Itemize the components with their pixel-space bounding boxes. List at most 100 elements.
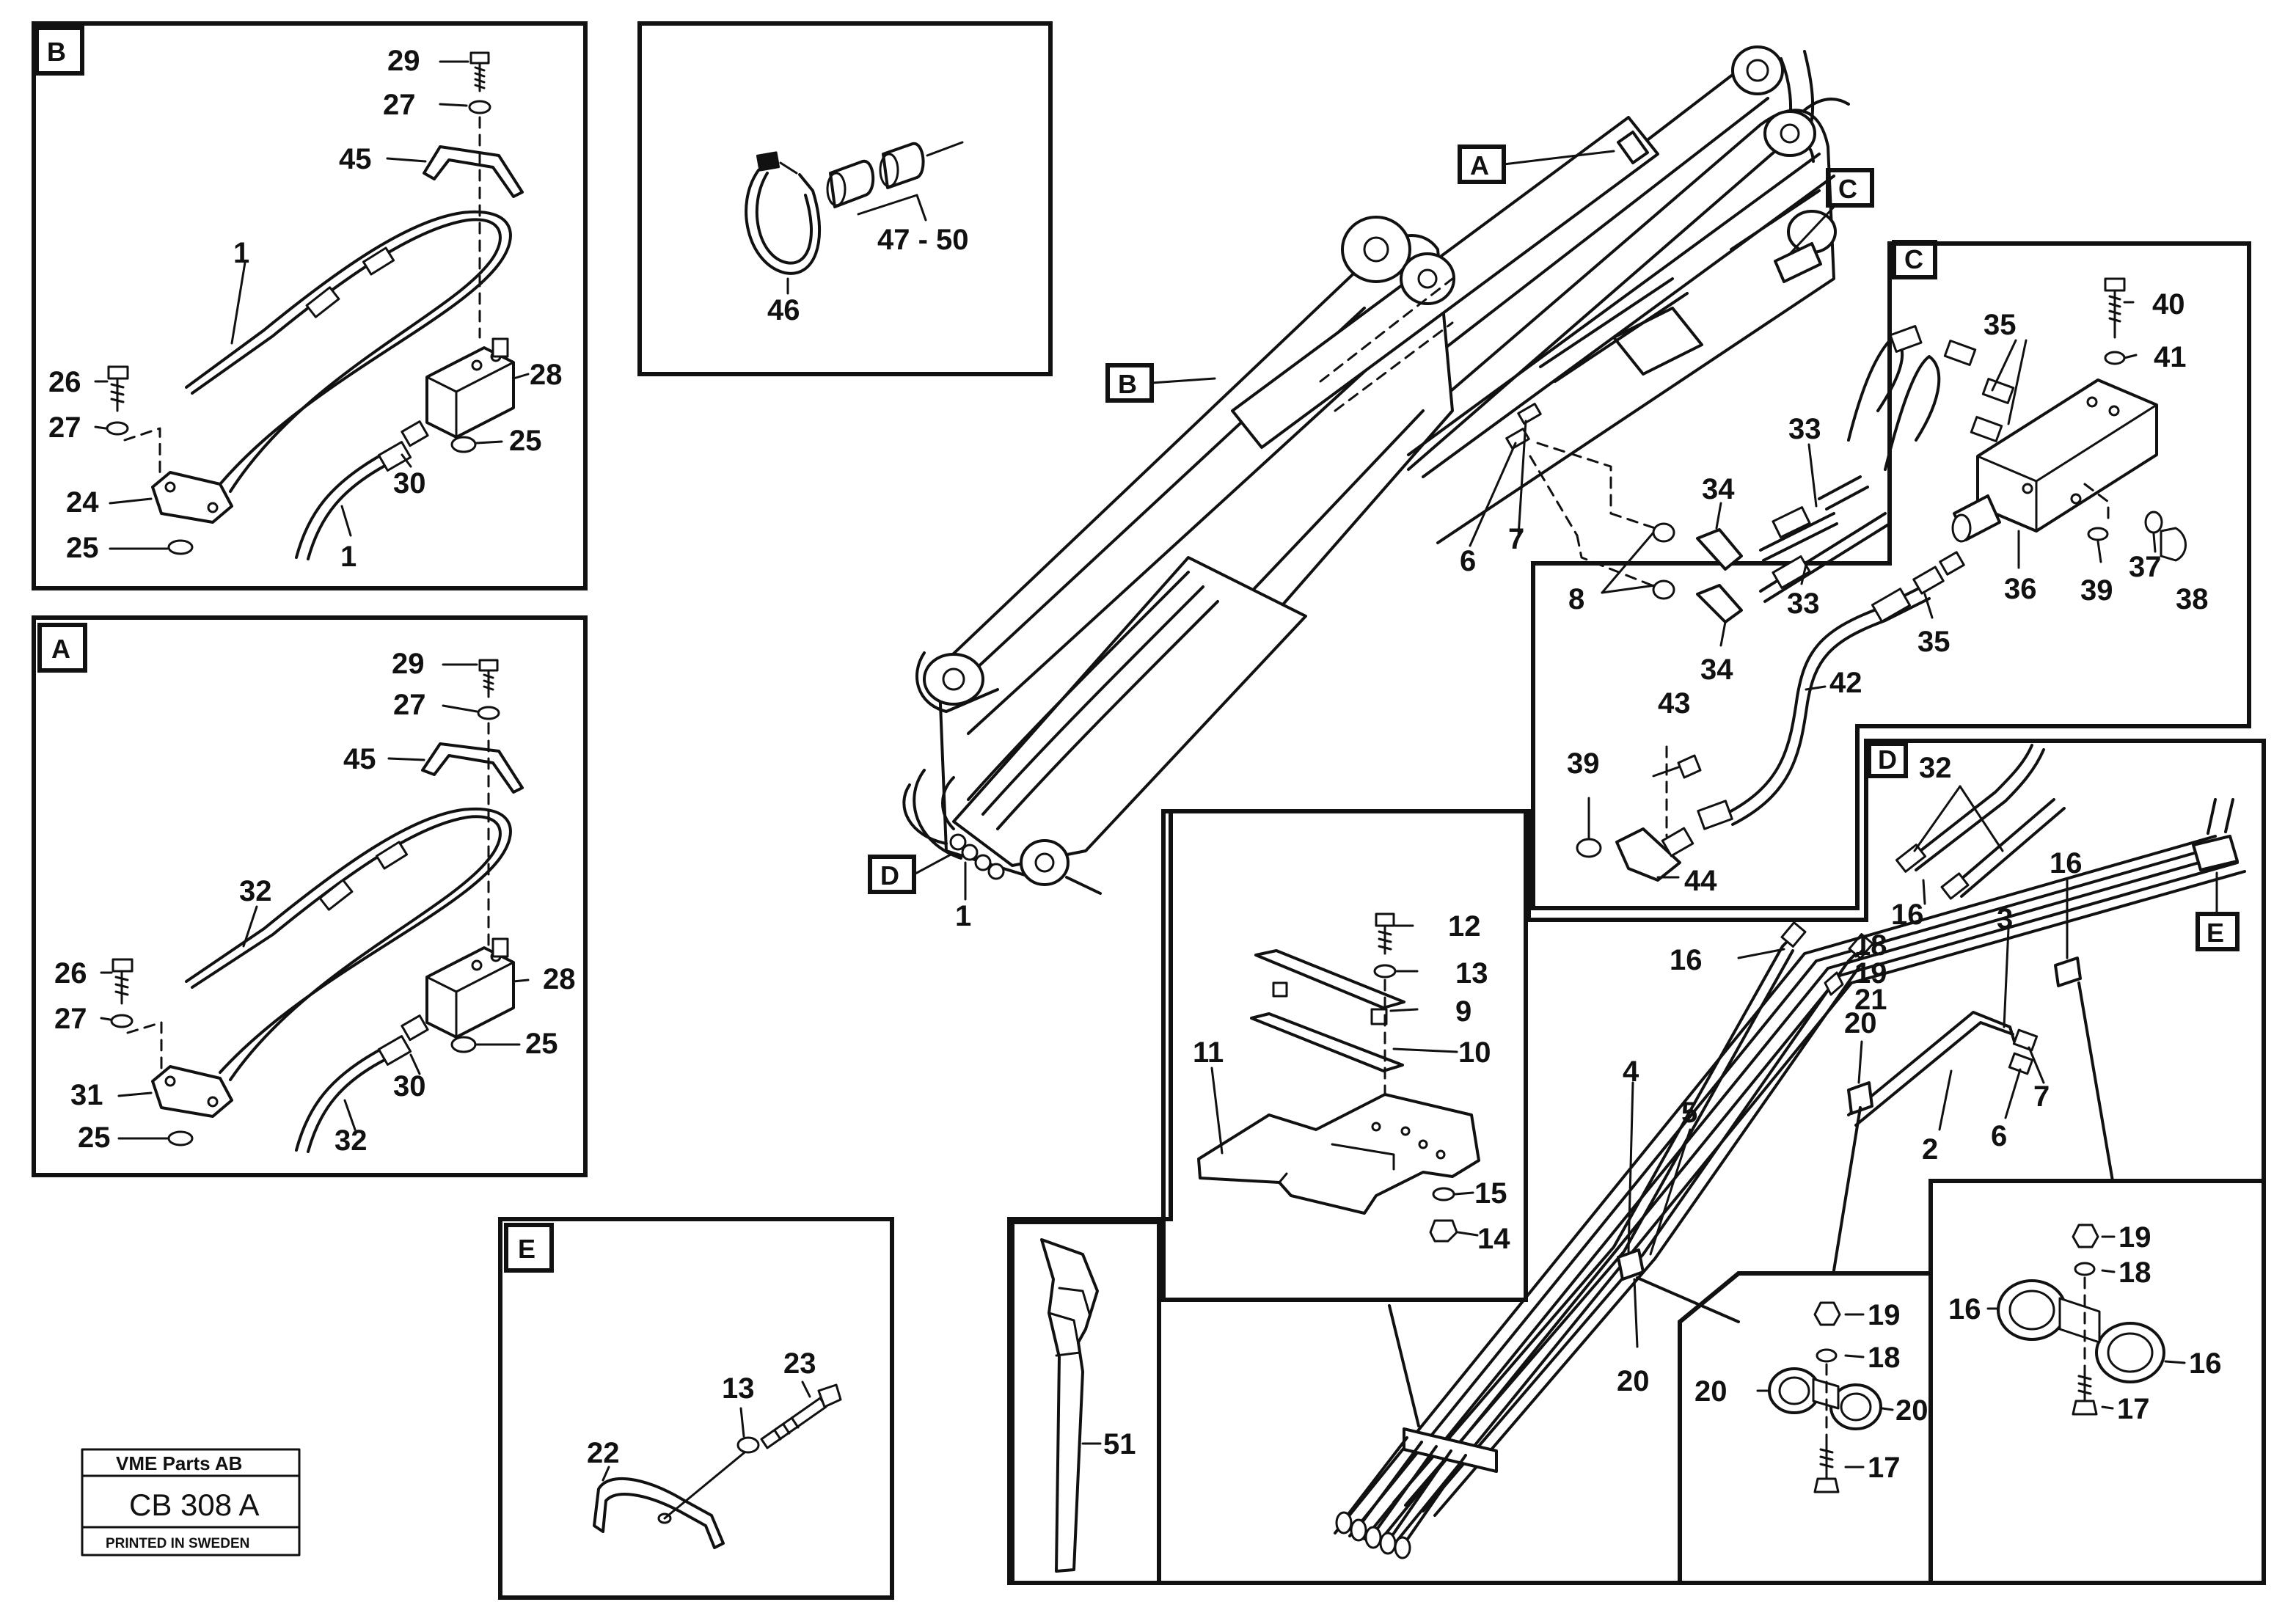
callout-25: 25 [509,425,542,457]
detail-d-tag-box [1867,742,1908,778]
callout-22: 22 [587,1437,620,1469]
detail-c: C [1531,240,2251,910]
callout-21: 21 [1854,984,1887,1016]
callout-20: 20 [1694,1375,1728,1408]
tag-c-box [1826,168,1874,208]
detail-e-tag-box [504,1223,554,1273]
callout-34: 34 [1700,654,1733,686]
detail-a-tag: A [51,634,70,664]
callout-25: 25 [66,532,99,564]
fitting-icon [2008,1052,2034,1075]
callout-47-50: 47 - 50 [877,224,969,256]
callout-44: 44 [1684,865,1717,897]
washer-icon [167,1130,194,1146]
detail-e: E 13 23 22 [498,1217,894,1600]
bolt-icon [1375,912,1395,955]
callout-32: 32 [239,875,272,907]
callout-27: 27 [393,689,426,721]
callout-6: 6 [1991,1120,2007,1152]
washer-icon [450,1036,477,1053]
washer-icon [477,706,500,720]
leader-lines [1627,785,2069,1348]
bolt-icon [1813,1442,1840,1493]
twin-clamp-icon [1768,1367,1882,1430]
callout-7: 7 [2033,1080,2050,1113]
callout-11: 11 [1193,1036,1224,1069]
callout-18: 18 [1868,1342,1901,1374]
hose-bundle-icon [949,833,1005,880]
pipe-icon [1759,512,1838,562]
callout-16: 16 [2050,847,2083,879]
detail-d: D [1007,739,2266,1585]
washer-icon [2074,1262,2096,1276]
callout-23: 23 [783,1347,816,1380]
washer-icon [2104,351,2126,365]
tag-c: C [1838,174,1857,204]
callout-16: 16 [1948,1293,1981,1325]
elbow-fitting-icon [1696,528,1743,571]
callout-35: 35 [1917,626,1950,658]
hose-clamp-icon [1847,1081,1873,1115]
washer-icon [1652,522,1675,543]
leader-lines [100,663,530,1140]
boom-assembly: 6 7 1 A B C D [868,45,1874,932]
callout-40: 40 [2152,288,2185,321]
hose-clamp-icon [1617,1248,1645,1281]
detail-b: B [32,21,588,590]
hose-clamp-icon [2054,957,2082,987]
callout-6: 6 [1460,545,1476,577]
callout-45: 45 [339,143,372,175]
callout-33: 33 [1788,413,1821,445]
callout-2: 2 [1922,1133,1938,1166]
callout-34: 34 [1702,473,1735,505]
callout-14: 14 [1477,1223,1510,1255]
callout-46: 46 [767,294,800,326]
callout-13: 13 [1455,957,1488,990]
callout-10: 10 [1458,1036,1491,1069]
callout-3: 3 [1997,903,2013,935]
callout-15: 15 [1474,1177,1507,1210]
hose-clamp-icon [2192,835,2239,871]
detail-strip: 51 [1010,1220,1161,1585]
valve-block-icon [425,346,515,439]
callout-37: 37 [2129,551,2162,583]
stamp-printed: PRINTED IN SWEDEN [106,1536,249,1551]
bolt-icon [478,659,499,698]
spacer-plate-icon [1254,949,1405,1009]
strip-frame [1010,1220,1161,1585]
stamp-code: CB 308 A [129,1488,259,1522]
bolt-icon [111,958,134,1005]
nut-icon [2072,1224,2099,1248]
elbow-fitting-icon [1696,584,1743,623]
hose-fitting-icon [318,879,354,911]
callout-27: 27 [48,412,81,444]
callout-28: 28 [543,963,576,995]
detail-b-frame [32,21,588,590]
bolt-icon [2104,277,2126,339]
callout-30: 30 [393,1070,426,1102]
fitting-icon [1517,403,1542,425]
callout-39: 39 [2080,574,2113,607]
callout-42: 42 [1829,667,1862,699]
callout-36: 36 [2004,573,2037,605]
washer-icon [736,1436,760,1454]
fitting-icon [2012,1028,2039,1052]
hose-icon [1392,930,1799,1507]
pipe-icon [1724,585,1923,816]
callout-38: 38 [2176,583,2209,615]
washer-icon [110,1014,134,1028]
clamp-icon [421,742,524,794]
detail-c-tag-box [1892,240,1937,279]
hose-bundle-icon [1334,835,2246,1546]
bolt-icon [1652,754,1702,779]
callout-18: 18 [1854,929,1887,962]
title-stamp: VME Parts AB CB 308 A PRINTED IN SWEDEN [81,1448,301,1557]
shim-plate-icon [1250,1012,1404,1072]
callout-5: 5 [1681,1097,1697,1129]
hose-icon [295,453,390,560]
washer-icon [1373,964,1397,979]
callout-1: 1 [955,900,971,932]
callout-1: 1 [340,541,357,573]
flange-icon [151,1065,233,1118]
